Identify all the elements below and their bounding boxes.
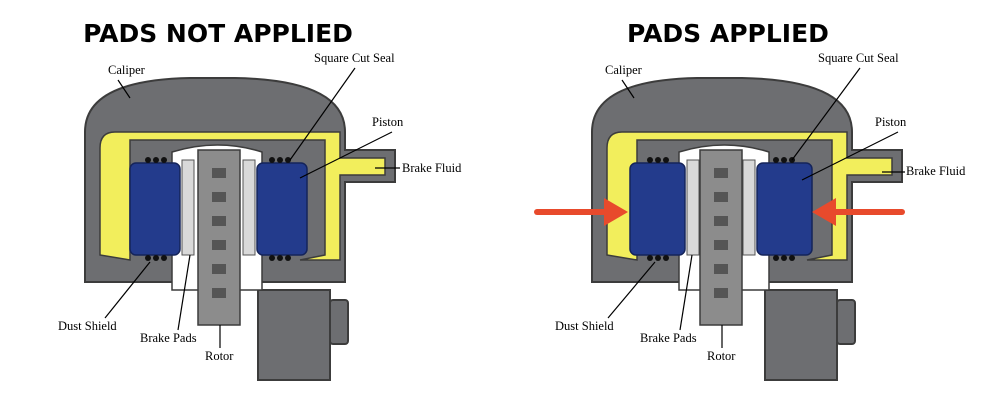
- caliper-bracket: [764, 289, 838, 381]
- brake-fluid: [99, 131, 386, 261]
- label-dust-shield: Dust Shield: [58, 319, 117, 333]
- panel-title: PADS APPLIED: [627, 19, 829, 48]
- label-dust-shield: Dust Shield: [555, 319, 614, 333]
- brake-pad-right: [742, 159, 756, 256]
- pressure-arrow-left: [534, 198, 628, 226]
- label-brake-fluid: Brake Fluid: [906, 164, 966, 178]
- label-brake-pads: Brake Pads: [640, 331, 697, 345]
- label-caliper: Caliper: [108, 63, 146, 77]
- label-caliper: Caliper: [605, 63, 643, 77]
- leader-lines: [607, 67, 905, 348]
- panel-pads-not-applied: PADS NOT APPLIED: [58, 19, 462, 381]
- label-piston: Piston: [875, 115, 907, 129]
- rotor: [699, 149, 743, 326]
- bracket-bolt: [836, 299, 856, 345]
- brake-pad-left: [686, 159, 700, 256]
- piston-right: [756, 162, 813, 256]
- label-piston: Piston: [372, 115, 404, 129]
- brake-pad-right: [242, 159, 256, 256]
- piston-left: [629, 162, 686, 256]
- label-brake-pads: Brake Pads: [140, 331, 197, 345]
- panel-pads-applied: PADS APPLIED: [534, 19, 966, 381]
- piston-right: [256, 162, 308, 256]
- square-cut-seal: [145, 157, 291, 261]
- leader-lines: [104, 67, 400, 348]
- label-square-cut-seal: Square Cut Seal: [818, 51, 899, 65]
- label-rotor: Rotor: [205, 349, 234, 363]
- brake-pad-left: [181, 159, 195, 256]
- label-rotor: Rotor: [707, 349, 736, 363]
- pressure-arrow-right: [812, 198, 905, 226]
- bracket-bolt: [329, 299, 349, 345]
- caliper-bracket: [257, 289, 331, 381]
- piston-left: [129, 162, 181, 256]
- label-brake-fluid: Brake Fluid: [402, 161, 462, 175]
- panel-title: PADS NOT APPLIED: [83, 19, 353, 48]
- label-square-cut-seal: Square Cut Seal: [314, 51, 395, 65]
- rotor: [197, 149, 241, 326]
